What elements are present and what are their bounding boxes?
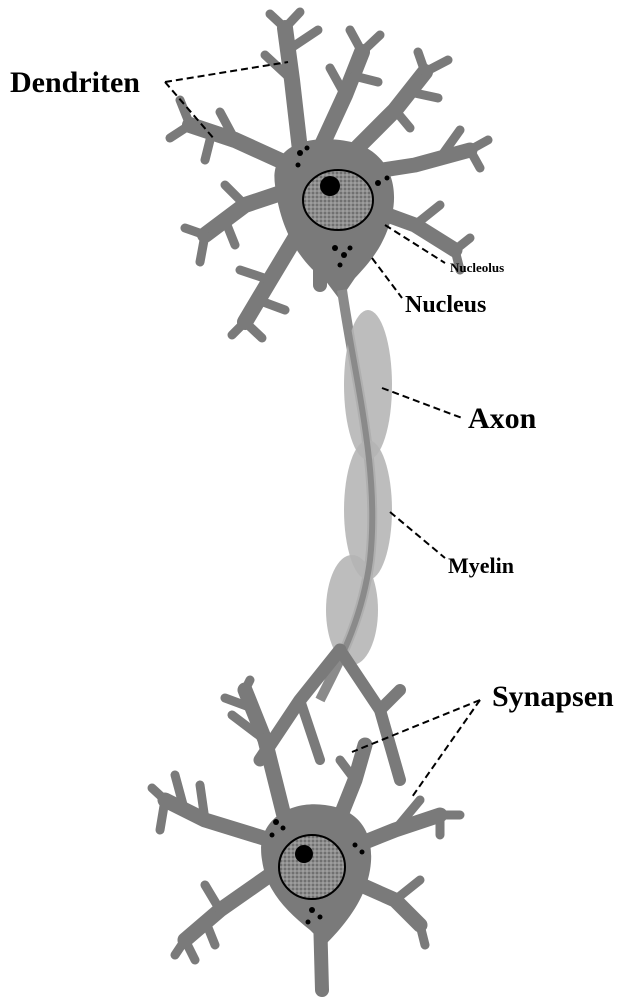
upper-nucleus (303, 170, 373, 230)
label-myelin: Myelin (448, 553, 514, 578)
label-dendrites: Dendriten (10, 66, 140, 99)
label-synapses: Synapsen (492, 680, 614, 713)
lower-nucleus (279, 835, 345, 899)
label-nucleus: Nucleus (405, 292, 486, 318)
label-axon: Axon (468, 402, 537, 435)
axon-terminals (260, 650, 400, 780)
lower-nucleolus (295, 845, 313, 863)
label-nucleolus: Nucleolus (450, 260, 504, 275)
upper-nucleolus (320, 176, 340, 196)
